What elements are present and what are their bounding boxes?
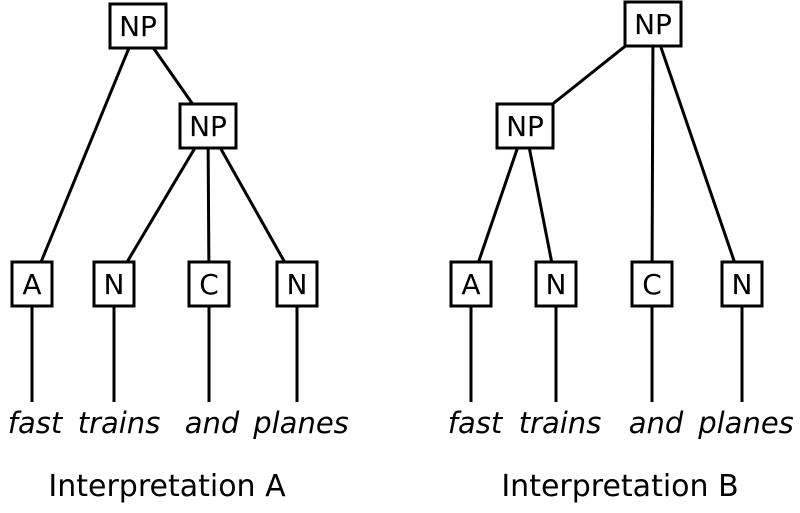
tree-node-label-np2: NP — [189, 110, 227, 143]
tree-edge-np1-c — [650, 23, 655, 285]
tree-node-label-n1: N — [546, 268, 567, 301]
word-planes: planes — [252, 406, 349, 440]
tree-node-label-n1: N — [104, 268, 125, 301]
tree-edge-np2-n2 — [206, 125, 299, 285]
tree-node-box-a — [10, 260, 54, 308]
tree-node-label-np1: NP — [119, 10, 157, 43]
word-trains: trains — [78, 406, 161, 440]
tree-edge-np2-n1 — [523, 125, 558, 285]
caption-tree-a: Interpretation A — [48, 469, 286, 504]
tree-node-box-c — [630, 260, 674, 308]
tree-edge-np2-a — [469, 125, 527, 285]
word-fast: fast — [448, 406, 504, 440]
word-planes: planes — [697, 406, 794, 440]
tree-node-label-np2: NP — [506, 110, 544, 143]
word-fast: fast — [8, 406, 64, 440]
tree-edge-np2-n1 — [112, 125, 210, 285]
word-and: and — [629, 406, 684, 440]
tree-node-label-c: C — [642, 268, 662, 301]
tree-node-box-a — [449, 260, 493, 308]
tree-node-label-c: C — [199, 268, 219, 301]
tree-node-box-n1 — [534, 260, 578, 308]
tree-edge-np1-a — [30, 25, 140, 285]
tree-node-box-n2 — [720, 260, 764, 308]
tree-node-box-np1 — [108, 2, 168, 50]
tree-node-label-np1: NP — [634, 8, 672, 41]
word-trains: trains — [519, 406, 602, 440]
tree-node-label-n2: N — [287, 268, 308, 301]
word-and: and — [185, 406, 240, 440]
tree-node-box-np1 — [623, 0, 683, 48]
tree-node-box-c — [187, 260, 231, 308]
tree-node-box-np2 — [495, 102, 555, 150]
tree-node-label-a: A — [461, 268, 480, 301]
tree-node-box-np2 — [178, 102, 238, 150]
tree-node-box-n1 — [92, 260, 136, 308]
tree-node-label-n2: N — [732, 268, 753, 301]
tree-node-label-a: A — [22, 268, 41, 301]
caption-tree-b: Interpretation B — [501, 469, 738, 504]
tree-edge-np2-c — [206, 125, 211, 285]
tree-edge-np1-n2 — [651, 23, 744, 285]
tree-node-box-n2 — [275, 260, 319, 308]
